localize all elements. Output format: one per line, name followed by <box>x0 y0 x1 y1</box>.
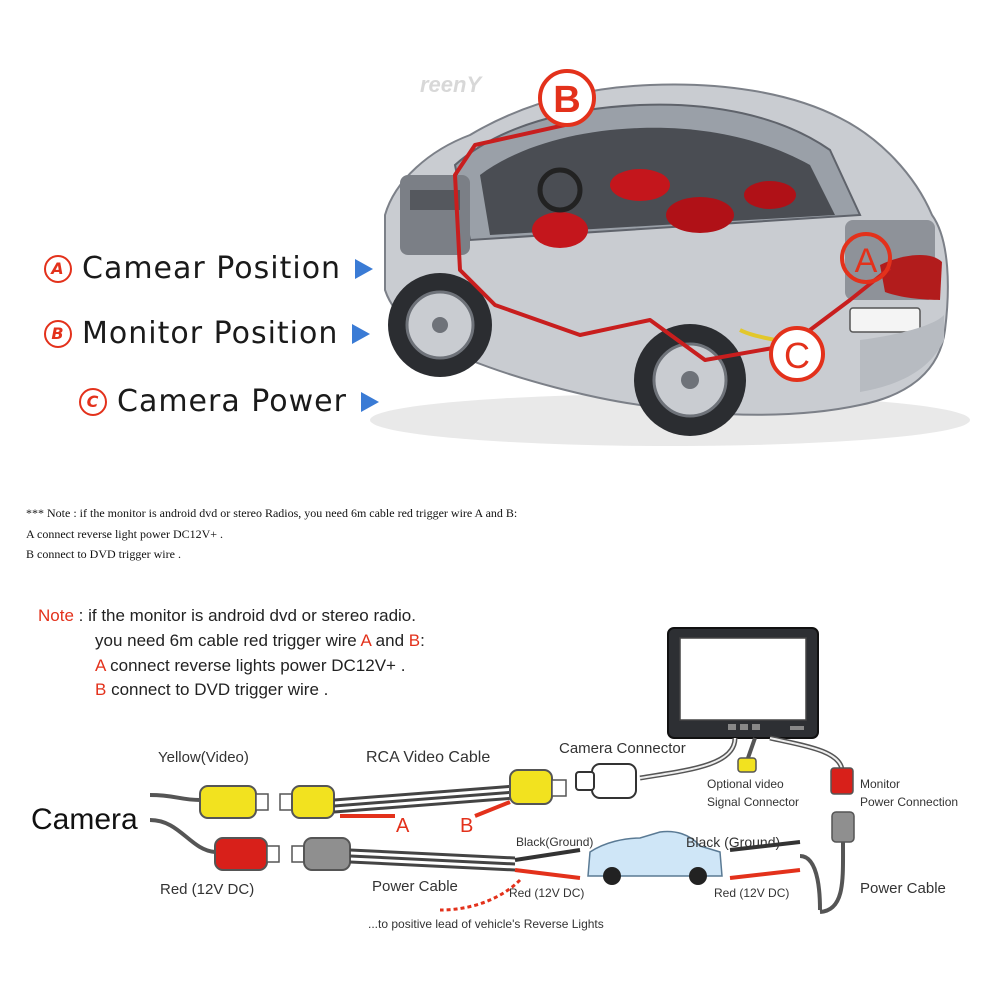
black-ground-right-label: Black (Ground) <box>686 834 781 850</box>
legend-label-a: Camear Position <box>82 251 342 286</box>
diagram-note-line-1: Note : if the monitor is android dvd or … <box>38 606 416 626</box>
wiring-diagram <box>149 627 855 914</box>
power-cable-mid-label: Power Cable <box>372 878 458 895</box>
wire-b-label: B <box>460 815 474 837</box>
marker-a: A <box>840 232 892 284</box>
reverse-lights-label: ...to positive lead of vehicle's Reverse… <box>368 917 604 931</box>
yellow-video-label: Yellow(Video) <box>158 749 249 766</box>
note-line-4-text: connect to DVD trigger wire . <box>106 680 329 699</box>
monitor <box>667 627 819 739</box>
legend-row-c: C Camera Power <box>79 384 379 419</box>
note-wire-b: B <box>408 631 421 650</box>
camera-label: Camera <box>31 803 138 836</box>
arrow-right-icon <box>355 258 374 279</box>
monitor-power-label-1: Monitor <box>860 777 901 791</box>
monitor-power-label-2: Power Connection <box>860 795 959 809</box>
note-line-3-text: connect reverse lights power DC12V+ . <box>105 656 406 675</box>
red-power-label: Red (12V DC) <box>160 881 255 898</box>
note-line-4-letter: B <box>95 680 107 699</box>
top-note-line-1: *** Note : if the monitor is android dvd… <box>26 506 518 520</box>
note-wire-a: A <box>360 631 371 650</box>
legend-badge-a: A <box>44 254 72 283</box>
marker-b-label: B <box>553 79 580 121</box>
diagram-note-line-3: A connect reverse lights power DC12V+ . <box>95 656 405 676</box>
power-cable-right-label: Power Cable <box>860 880 946 897</box>
legend-row-a: A Camear Position <box>44 251 374 286</box>
note-line-1-text: : if the monitor is android dvd or stere… <box>73 606 416 625</box>
marker-b: B <box>538 69 596 127</box>
arrow-right-icon <box>360 391 379 412</box>
legend-label-c: Camera Power <box>117 384 347 419</box>
diagram-note-line-4: B connect to DVD trigger wire . <box>95 680 328 700</box>
note-and: and <box>370 631 409 650</box>
car-illustration: reenY B A C <box>370 69 970 446</box>
watermark: reenY <box>420 72 483 97</box>
diagram-note-line-2: you need 6m cable red trigger wire A and… <box>95 631 425 651</box>
legend-label-b: Monitor Position <box>82 316 339 351</box>
note-line-2-text: you need 6m cable red trigger wire <box>95 631 361 650</box>
arrow-right-icon <box>352 323 371 344</box>
red-12v-left-label: Red (12V DC) <box>509 886 585 900</box>
note-prefix: Note <box>38 606 74 625</box>
black-ground-left-label: Black(Ground) <box>516 835 594 849</box>
camera-connector-label: Camera Connector <box>559 740 686 757</box>
top-note-line-3: B connect to DVD trigger wire . <box>26 547 181 561</box>
optional-video-label-2: Signal Connector <box>707 795 800 809</box>
legend-row-b: B Monitor Position <box>44 316 371 351</box>
marker-c: C <box>769 326 825 382</box>
top-note-line-2: A connect reverse light power DC12V+ . <box>26 527 224 541</box>
marker-a-label: A <box>855 242 878 280</box>
optional-video-label-1: Optional video <box>707 777 784 791</box>
legend-badge-b: B <box>44 319 72 348</box>
red-12v-right-label: Red (12V DC) <box>714 886 790 900</box>
note-line-3-letter: A <box>95 656 106 675</box>
note-colon: : <box>420 631 425 650</box>
wire-a-label: A <box>396 815 410 837</box>
marker-c-label: C <box>784 335 810 376</box>
vehicle-icon <box>587 830 723 885</box>
legend-badge-c: C <box>79 387 107 416</box>
rca-cable-label: RCA Video Cable <box>366 749 491 766</box>
